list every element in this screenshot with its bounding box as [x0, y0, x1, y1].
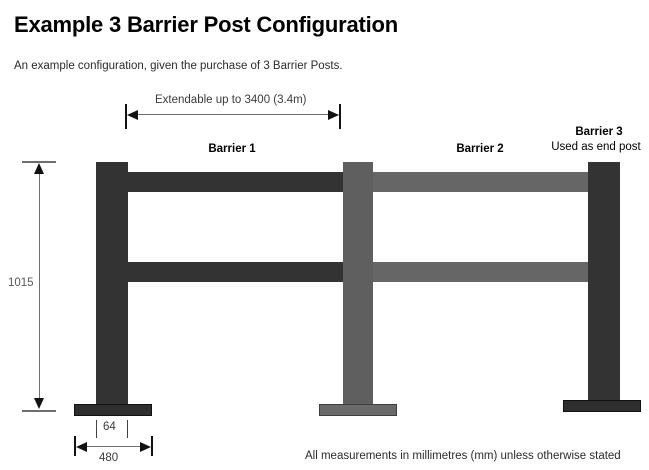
top-dimension-arrow-right-icon: [328, 110, 339, 120]
barrier-2-label: Barrier 2: [456, 143, 504, 155]
barrier-3-label: Barrier 3: [575, 126, 623, 138]
barrier-1-rail-top: [128, 172, 344, 192]
post-width-tick-left: [96, 420, 97, 438]
height-dimension-arrow-up-icon: [34, 163, 44, 174]
base-width-tick-left: [74, 436, 76, 456]
top-dimension-line: [130, 114, 338, 115]
base-width-dimension-label: 480: [99, 452, 119, 464]
barrier-post-2: [343, 162, 373, 407]
base-plate-3: [563, 400, 641, 412]
barrier-2-rail-top: [372, 172, 589, 192]
height-dimension-tick-top: [22, 161, 56, 163]
measurement-note: All measurements in millimetres (mm) unl…: [305, 450, 621, 462]
barrier-3-sublabel: Used as end post: [551, 141, 641, 153]
barrier-1-label: Barrier 1: [208, 143, 256, 155]
post-width-dimension-label: 64: [103, 421, 116, 433]
base-plate-1: [74, 404, 152, 416]
page-subtitle: An example configuration, given the purc…: [14, 60, 343, 72]
base-width-tick-right: [151, 436, 153, 456]
height-dimension-label: 1015: [8, 277, 34, 289]
barrier-post-3: [588, 162, 620, 402]
top-dimension-tick-right: [339, 104, 341, 129]
height-dimension-tick-bottom: [22, 410, 56, 412]
barrier-post-1: [96, 162, 128, 407]
top-dimension-tick-left: [125, 104, 127, 129]
top-dimension-label: Extendable up to 3400 (3.4m): [155, 94, 307, 106]
height-dimension-arrow-down-icon: [34, 398, 44, 409]
base-width-arrow-left-icon: [76, 442, 87, 452]
page-title: Example 3 Barrier Post Configuration: [14, 12, 398, 37]
base-width-arrow-right-icon: [140, 442, 151, 452]
post-width-tick-right: [127, 420, 128, 438]
base-width-dimension-line: [79, 446, 149, 447]
height-dimension-line: [39, 166, 40, 406]
base-plate-2: [319, 404, 397, 416]
barrier-1-rail-bottom: [128, 262, 344, 282]
barrier-2-rail-bottom: [372, 262, 589, 282]
top-dimension-arrow-left-icon: [127, 110, 138, 120]
